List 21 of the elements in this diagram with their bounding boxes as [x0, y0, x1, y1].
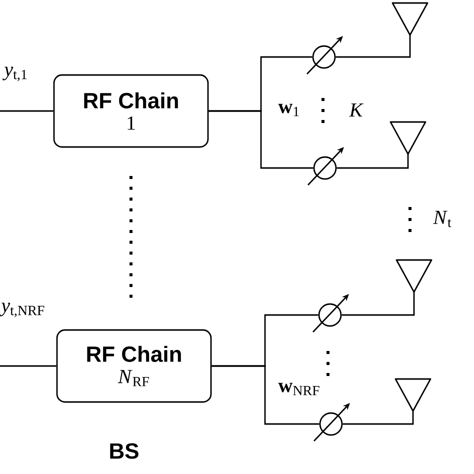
- signal-line: [336, 154, 409, 169]
- antenna-symbol: [390, 121, 426, 155]
- edge-label: y$_{t,NRF}$: [0, 302, 44, 318]
- process-box: RF Chain 1: [53, 74, 209, 148]
- antenna-symbol: [396, 259, 432, 293]
- symbol-label: w$_{NRF}$: [278, 382, 320, 396]
- process-box: RF Chain N$_{RF}$: [56, 329, 212, 403]
- signal-line: [0, 110, 54, 112]
- signal-line: [342, 292, 415, 316]
- antenna-symbol: [394, 378, 432, 412]
- symbol-label: K: [349, 103, 364, 117]
- signal-line: [336, 35, 411, 58]
- block-caption: BS: [110, 443, 138, 459]
- signal-line: [212, 365, 320, 425]
- symbol-label: N$_{t}$: [433, 210, 452, 228]
- signal-line: [0, 365, 56, 367]
- antenna-symbol: [392, 2, 428, 36]
- signal-line: [208, 110, 314, 169]
- signal-line: [342, 411, 414, 425]
- symbol-label: w$_{1}$: [278, 104, 299, 116]
- edge-label: y$_{t,1}$: [2, 66, 27, 82]
